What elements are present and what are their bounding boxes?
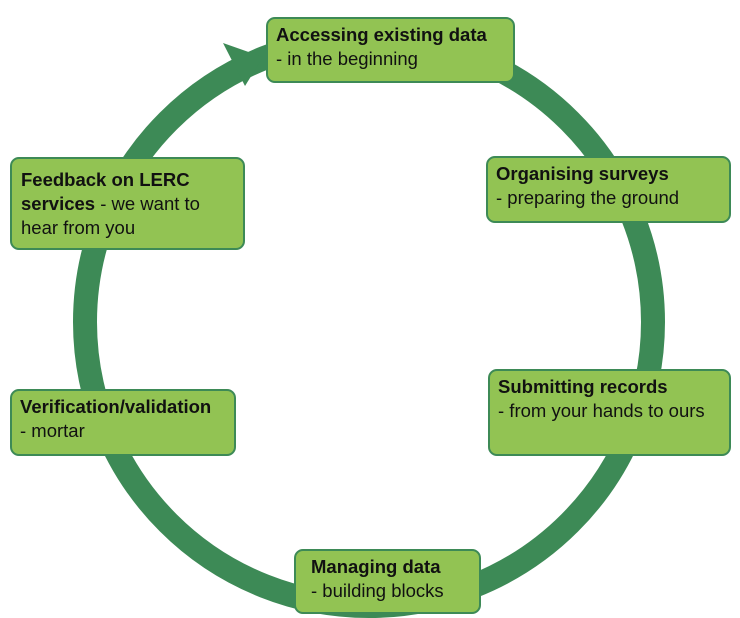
stage-description: - mortar — [20, 420, 85, 441]
stage-description: - from your hands to ours — [498, 400, 705, 421]
stage-title: Organising surveys — [496, 163, 669, 184]
stage-organising-surveys: Organising surveys - preparing the groun… — [486, 156, 731, 223]
stage-title: Verification/validation — [20, 396, 212, 417]
stage-title: Feedback on LERC services — [21, 169, 190, 214]
cycle-arrowhead — [223, 43, 263, 86]
stage-description: - we want to hear from you — [21, 193, 200, 238]
stage-accessing-existing-data: Accessing existing data - in the beginni… — [266, 17, 515, 83]
stage-submitting-records: Submitting records - from your hands to … — [488, 369, 731, 456]
stage-description: - preparing the ground — [496, 187, 680, 208]
stage-feedback-on-lerc-services: Feedback on LERC services - we want to h… — [10, 157, 245, 250]
stage-managing-data: Managing data - building blocks — [294, 549, 481, 614]
stage-verification-validation: Verification/validation - mortar — [10, 389, 236, 456]
cycle-ring — [73, 26, 665, 618]
stage-title: Managing data — [311, 556, 441, 577]
stage-description: - in the beginning — [276, 48, 418, 69]
stage-title: Accessing existing data — [276, 24, 487, 45]
stage-title: Submitting records — [498, 376, 668, 397]
stage-description: - building blocks — [311, 580, 444, 601]
